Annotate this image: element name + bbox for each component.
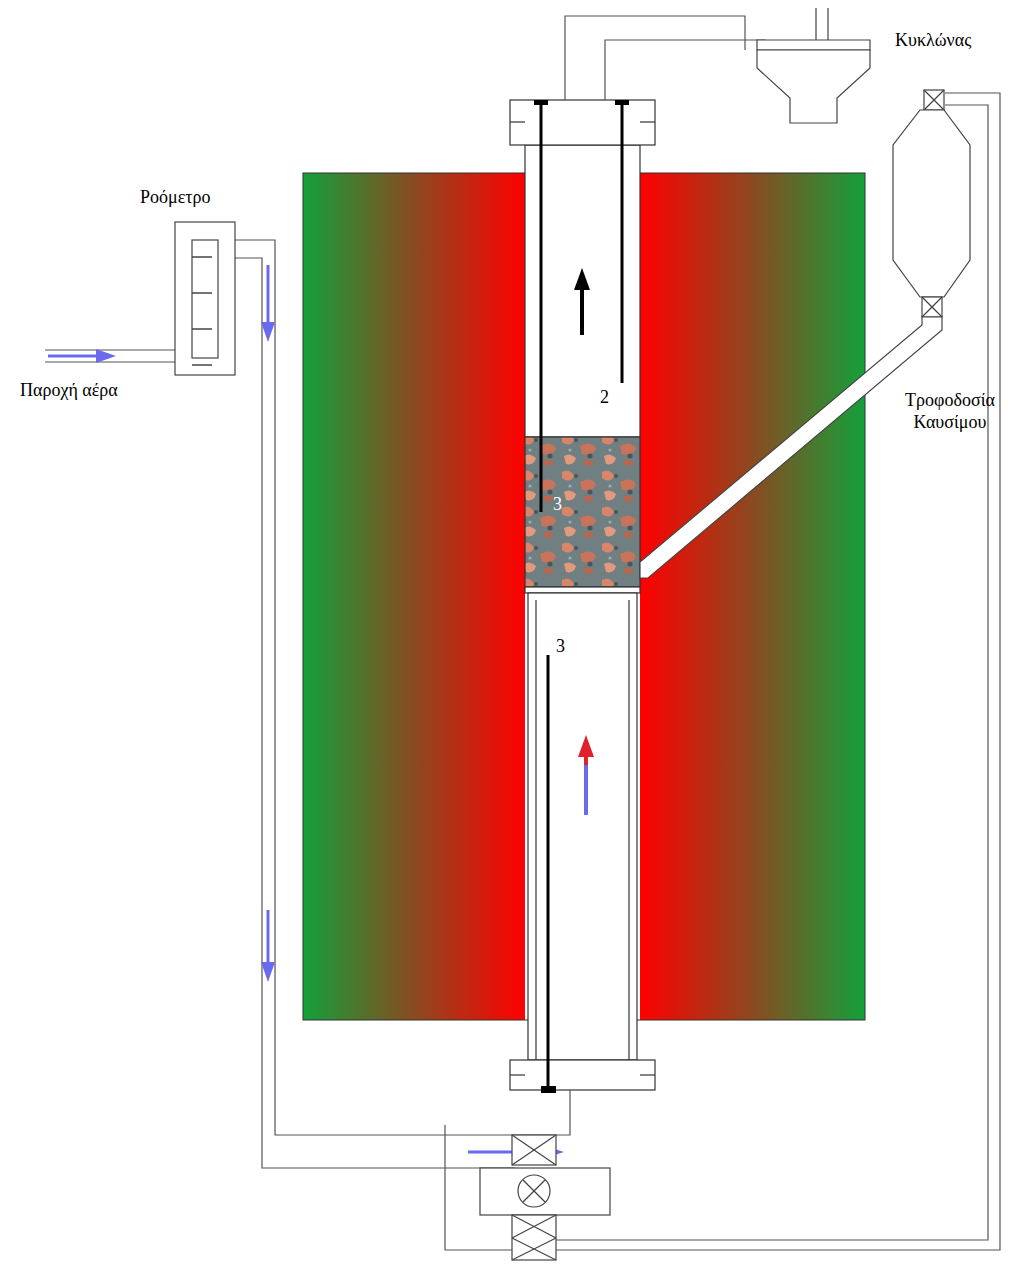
rotameter-shape bbox=[140, 185, 270, 380]
rotameter: Ροόμετρο bbox=[140, 185, 270, 380]
node-label: Κυκλώνας bbox=[895, 30, 971, 52]
cyclone: Κυκλώνας bbox=[740, 8, 1010, 128]
callout-number: 3 bbox=[556, 636, 565, 658]
callout-number: 2 bbox=[600, 387, 609, 409]
callout-number: 3 bbox=[553, 494, 562, 516]
node-label: Ροόμετρο bbox=[140, 187, 210, 209]
fuel-feed-label: Τροφοδοσία Καυσίμου bbox=[880, 390, 1020, 433]
cyclone-shape bbox=[740, 8, 1010, 128]
air-supply-label: Παροχή αέρα bbox=[20, 380, 118, 402]
